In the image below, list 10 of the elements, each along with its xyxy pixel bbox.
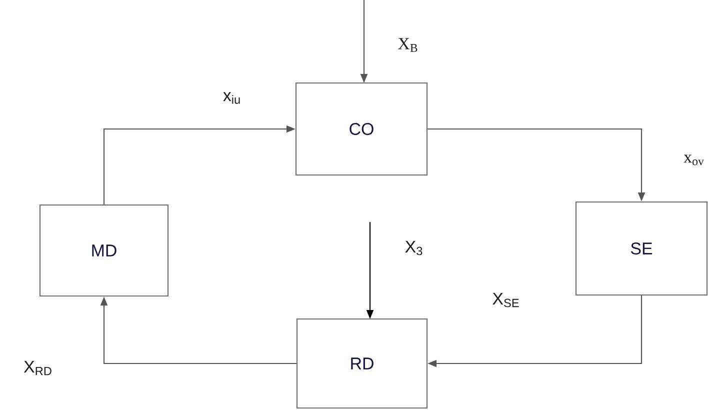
process-box: RD: [296, 318, 428, 409]
edge-label: X$_{SE}$: [492, 292, 519, 308]
edge-label: X$_{B}$: [398, 38, 418, 52]
edge-label: x$_{iu}$: [223, 92, 240, 104]
process-box: CO: [295, 82, 428, 176]
edge-label: X$_{RD}$: [24, 360, 52, 376]
edge-label: X$_{3}$: [405, 240, 422, 256]
edge-label: x$_{ov}$: [684, 154, 704, 166]
process-box: MD: [39, 204, 169, 297]
process-box: SE: [575, 201, 708, 296]
